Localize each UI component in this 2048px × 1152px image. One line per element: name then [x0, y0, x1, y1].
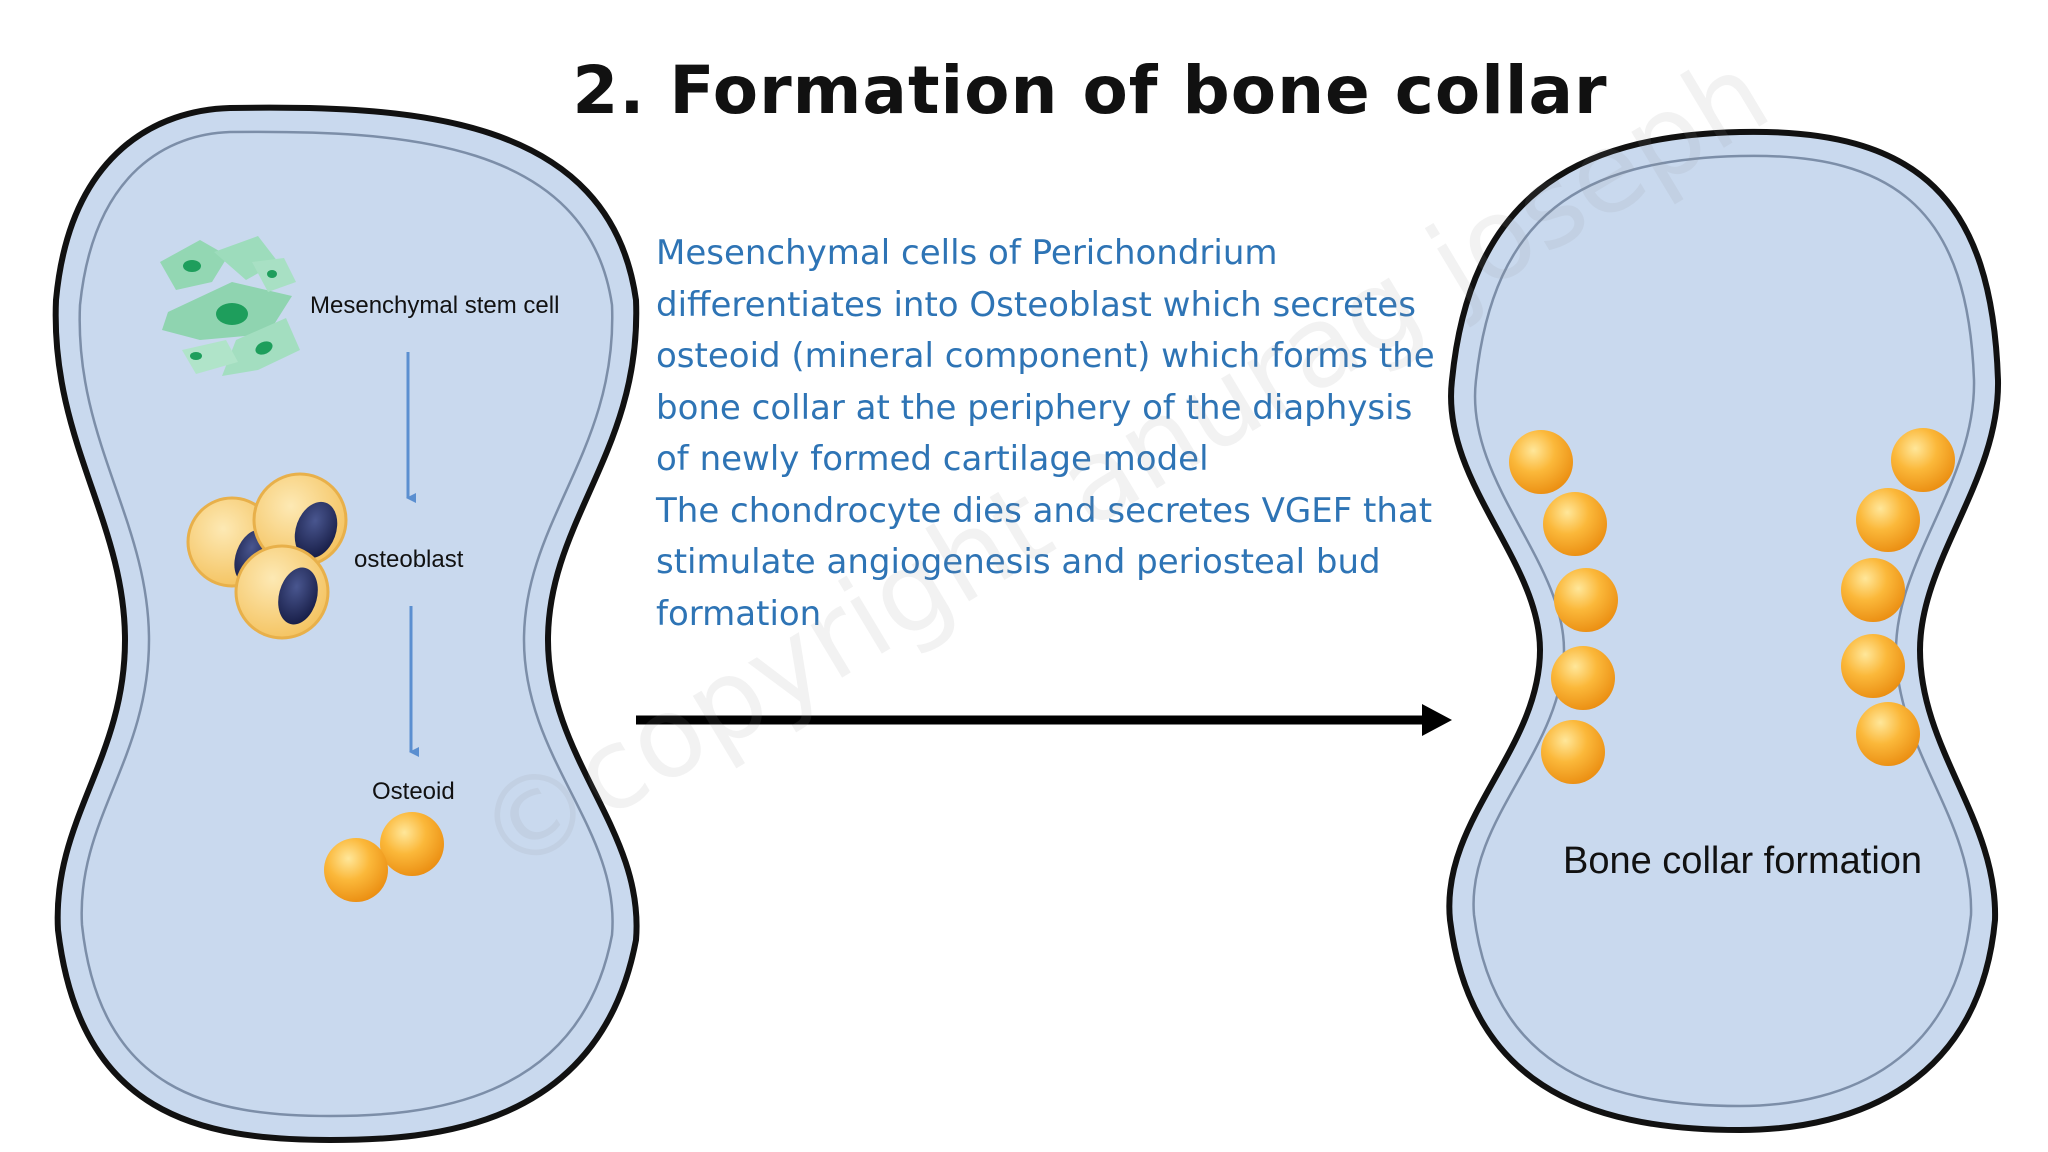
osteoid-icon: [324, 812, 444, 902]
slide-title: 2. Formation of bone collar: [572, 52, 1608, 129]
description-text: Mesenchymal cells of Perichondrium diffe…: [656, 228, 1456, 640]
description-line: differentiates into Osteoblast which sec…: [656, 284, 1416, 325]
right-cartilage-outer: [1446, 128, 2002, 1134]
description-line: Mesenchymal cells of Perichondrium: [656, 233, 1278, 273]
description-line: osteoid (mineral component) which forms …: [656, 336, 1435, 376]
mesenchymal-stem-cell-label: Mesenchymal stem cell: [310, 292, 560, 319]
bone-collar-formation-label: Bone collar formation: [1563, 840, 1923, 882]
right-cartilage-model: [1446, 128, 2002, 1134]
left-cartilage-inner: [78, 130, 614, 1118]
bone-collar-right-column: [1841, 428, 1955, 766]
left-cartilage-outer: [52, 104, 640, 1144]
left-cartilage-model: [52, 104, 640, 1144]
description-line: of newly formed cartilage model: [656, 439, 1209, 479]
description-line: bone collar at the periphery of the diap…: [656, 387, 1413, 428]
description-line: stimulate angiogenesis and periosteal bu…: [656, 542, 1381, 582]
osteoblast-cluster-icon: [186, 472, 348, 640]
description-line: formation: [656, 593, 822, 634]
bone-collar-left-column: [1509, 430, 1618, 784]
mesenchymal-cells-icon: [160, 236, 300, 376]
transition-arrow: [636, 704, 1452, 736]
osteoid-label: Osteoid: [372, 778, 455, 805]
right-cartilage-inner: [1472, 154, 1976, 1108]
description-line: The chondrocyte dies and secretes VGEF t…: [656, 490, 1433, 531]
osteoblast-label: osteoblast: [354, 546, 464, 573]
